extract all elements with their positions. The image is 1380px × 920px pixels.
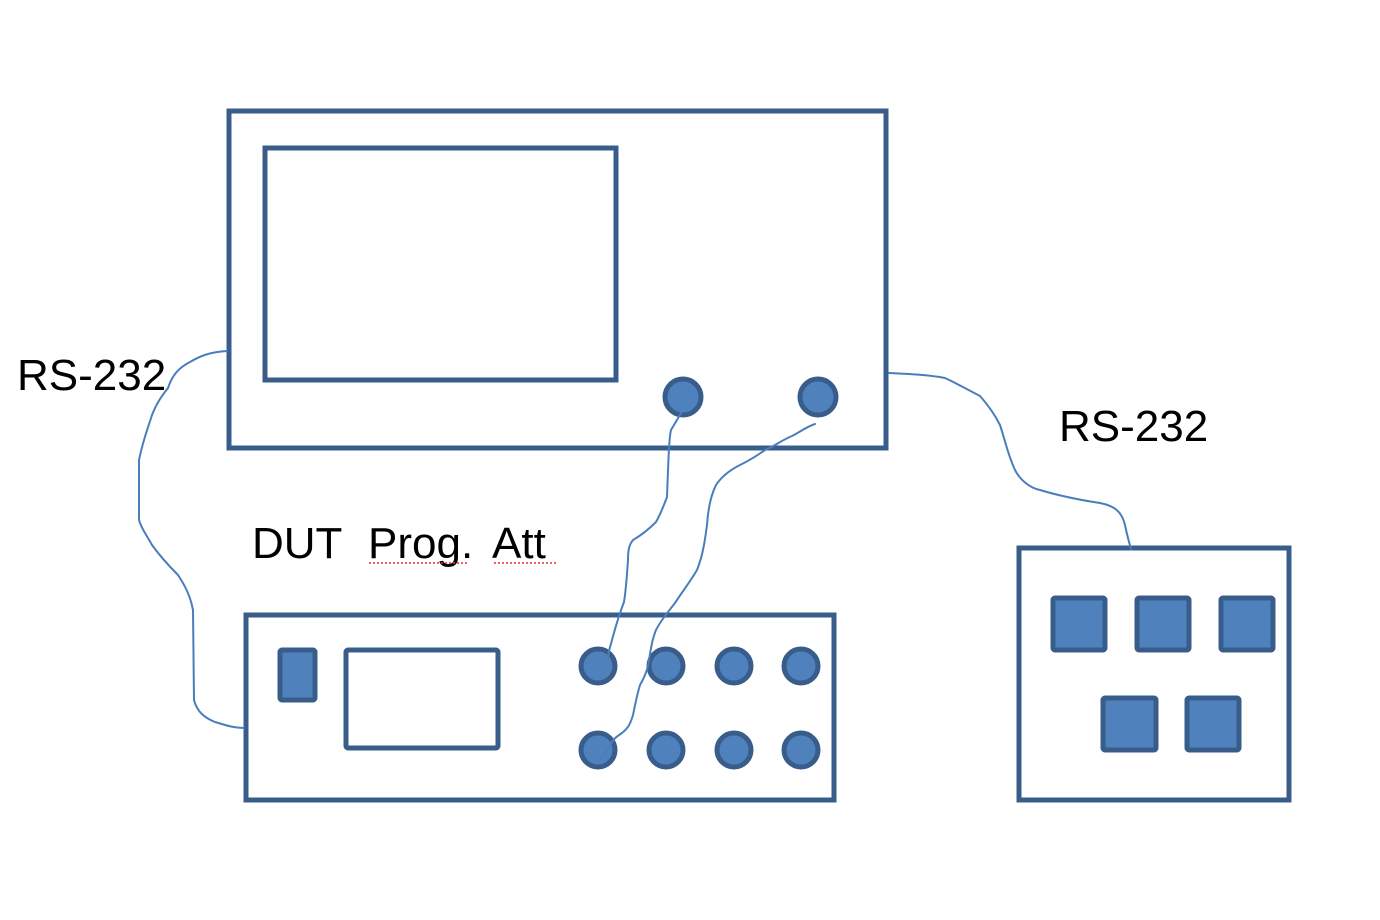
rf-cable-1 <box>607 412 682 659</box>
dut-port-bottom-2 <box>646 730 686 770</box>
rs232-cable-left <box>138 350 245 729</box>
controller-button-1 <box>1050 595 1108 653</box>
instrument-port-1 <box>662 376 704 418</box>
dut-display <box>343 647 501 751</box>
instrument <box>226 108 889 451</box>
dut-port-top-3 <box>714 646 754 686</box>
controller-body <box>1016 545 1292 803</box>
dut-port-top-1 <box>578 646 618 686</box>
controller <box>1016 545 1292 803</box>
dut-port-top-4 <box>781 646 821 686</box>
dut-attenuator <box>243 612 837 803</box>
rs232-label-left: RS-232 <box>17 351 166 400</box>
rf-cable-2 <box>599 423 816 761</box>
dut-port-bottom-1 <box>578 730 618 770</box>
dut-power-switch <box>277 647 318 703</box>
dut-label-prog: Prog. <box>368 519 473 568</box>
controller-button-4 <box>1100 695 1159 753</box>
dut-label-att: Att <box>492 519 546 568</box>
dut-label-dut: DUT <box>252 519 342 568</box>
instrument-port-2 <box>797 376 839 418</box>
rs232-label-right: RS-232 <box>1059 402 1208 451</box>
controller-button-2 <box>1134 595 1192 653</box>
dut-port-top-2 <box>646 646 686 686</box>
instrument-screen <box>262 145 619 383</box>
controller-button-5 <box>1184 695 1242 753</box>
dut-port-bottom-4 <box>781 730 821 770</box>
dut-body <box>243 612 837 803</box>
controller-button-3 <box>1218 595 1276 653</box>
dut-port-bottom-3 <box>714 730 754 770</box>
rs232-cable-right <box>888 372 1132 550</box>
